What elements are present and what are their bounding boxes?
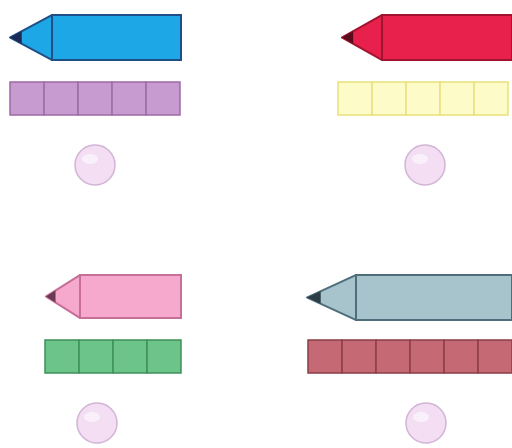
panel-gray-pencil	[307, 275, 512, 443]
answer-circle-shape[interactable]	[75, 145, 115, 185]
unit-block	[147, 340, 181, 373]
answer-circle-shape[interactable]	[406, 403, 446, 443]
circle-highlight	[82, 154, 98, 164]
pencil-lead	[342, 31, 353, 44]
pencil-lead	[307, 291, 321, 304]
unit-block	[113, 340, 147, 373]
unit-block	[440, 82, 474, 115]
circle-highlight	[412, 154, 428, 164]
unit-block	[112, 82, 146, 115]
answer-circle[interactable]	[406, 403, 446, 443]
unit-block	[376, 340, 410, 373]
answer-circle[interactable]	[405, 145, 445, 185]
pencil-body	[356, 275, 512, 320]
answer-circle-shape[interactable]	[77, 403, 117, 443]
block-row	[45, 340, 181, 373]
gray-pencil-icon	[307, 275, 512, 320]
block-row	[308, 340, 512, 373]
pencil-body	[80, 275, 181, 318]
pencil-lead	[10, 31, 22, 44]
unit-block	[406, 82, 440, 115]
pink-pencil-icon	[46, 275, 181, 318]
circle-highlight	[413, 412, 429, 422]
unit-block	[45, 340, 79, 373]
panel-red-pencil	[338, 15, 512, 185]
pencil-body	[52, 15, 181, 60]
unit-block	[146, 82, 180, 115]
unit-block	[10, 82, 44, 115]
pencil-body	[382, 15, 512, 60]
block-row	[338, 82, 508, 115]
red-pencil-icon	[342, 15, 512, 60]
unit-block	[44, 82, 78, 115]
blue-pencil-icon	[10, 15, 181, 60]
unit-block	[342, 340, 376, 373]
circle-highlight	[84, 412, 100, 422]
unit-block	[308, 340, 342, 373]
answer-circle[interactable]	[77, 403, 117, 443]
answer-circle-shape[interactable]	[405, 145, 445, 185]
unit-block	[79, 340, 113, 373]
unit-block	[78, 82, 112, 115]
pencil-lead	[46, 290, 56, 302]
panel-pink-pencil	[45, 275, 181, 443]
answer-circle[interactable]	[75, 145, 115, 185]
unit-block	[478, 340, 512, 373]
panel-blue-pencil	[10, 15, 181, 185]
unit-block	[338, 82, 372, 115]
unit-block	[410, 340, 444, 373]
unit-block	[444, 340, 478, 373]
unit-block	[372, 82, 406, 115]
block-row	[10, 82, 180, 115]
unit-block	[474, 82, 508, 115]
